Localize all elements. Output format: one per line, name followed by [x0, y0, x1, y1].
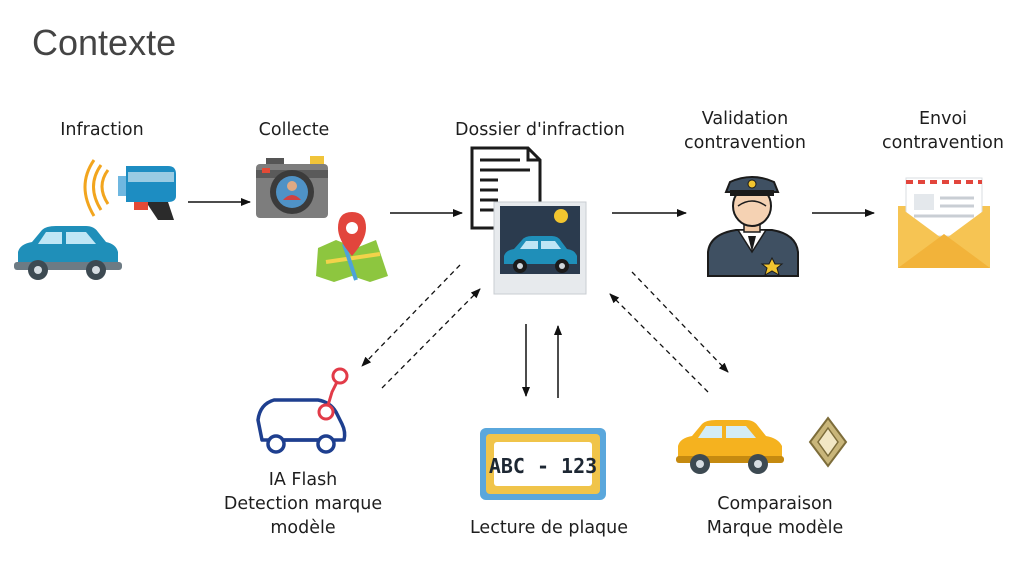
- label-lecture-plaque: Lecture de plaque: [469, 518, 629, 538]
- page-title: Contexte: [32, 22, 177, 63]
- camera-icon: [256, 156, 328, 218]
- map-pin-icon: [316, 212, 388, 282]
- envelope-icon: [898, 177, 990, 268]
- car-photo-icon: [493, 201, 587, 295]
- arrow-ia-flash-dossier: [381, 288, 481, 389]
- plate-text: ABC - 123: [489, 454, 597, 478]
- arrow-dossier-ia-flash: [361, 264, 461, 367]
- arrow-dossier-comparaison: [631, 271, 729, 373]
- yellow-car-icon: [676, 420, 784, 474]
- label-dossier: Dossier d'infraction: [455, 120, 625, 140]
- label-ia-flash: IA Flash Detection marque modèle: [223, 470, 383, 538]
- connectors: [188, 198, 875, 398]
- renault-logo-icon: [808, 416, 848, 468]
- police-officer-icon: [707, 176, 799, 277]
- label-collecte: Collecte: [258, 120, 330, 140]
- ai-car-icon: [256, 367, 349, 454]
- arrow-comparaison-dossier: [609, 293, 709, 393]
- label-envoi: Envoi contravention: [882, 109, 1004, 153]
- label-validation: Validation contravention: [684, 109, 806, 153]
- label-infraction: Infraction: [60, 120, 144, 140]
- radar-gun-icon: [83, 159, 176, 220]
- license-plate-icon: ABC - 123: [480, 428, 606, 500]
- label-comparaison: Comparaison Marque modèle: [706, 494, 844, 538]
- blue-car-icon: [14, 226, 122, 280]
